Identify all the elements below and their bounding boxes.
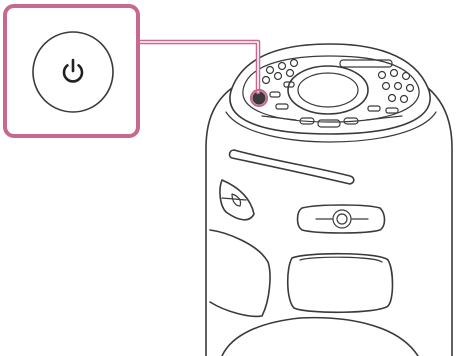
bottom-curve-right xyxy=(299,316,419,356)
speaker-right-side xyxy=(427,87,453,356)
top-right-buttons xyxy=(339,59,415,114)
light-strip xyxy=(228,149,355,185)
top-left-buttons xyxy=(261,58,299,110)
callout-leader-core xyxy=(137,41,259,93)
front-control-panel xyxy=(296,204,386,234)
left-handle-grip-icon xyxy=(231,193,242,207)
left-handle xyxy=(219,179,255,221)
speaker-top-lower-rim xyxy=(225,111,437,143)
speaker-left-side xyxy=(205,87,233,356)
front-control-knob xyxy=(332,209,352,229)
bottom-curve-left xyxy=(221,317,301,356)
left-speaker-opening xyxy=(209,229,271,318)
speaker-top-rim xyxy=(229,43,431,135)
jog-dial xyxy=(287,65,369,115)
jog-dial-inner xyxy=(297,72,359,108)
speaker-body xyxy=(205,43,453,356)
top-bottom-buttons xyxy=(261,115,403,128)
center-speaker-opening xyxy=(286,252,394,314)
power-callout xyxy=(3,4,269,138)
power-icon xyxy=(62,58,84,83)
callout-leader-outline xyxy=(135,39,261,95)
power-button-highlight-ring xyxy=(249,88,269,108)
